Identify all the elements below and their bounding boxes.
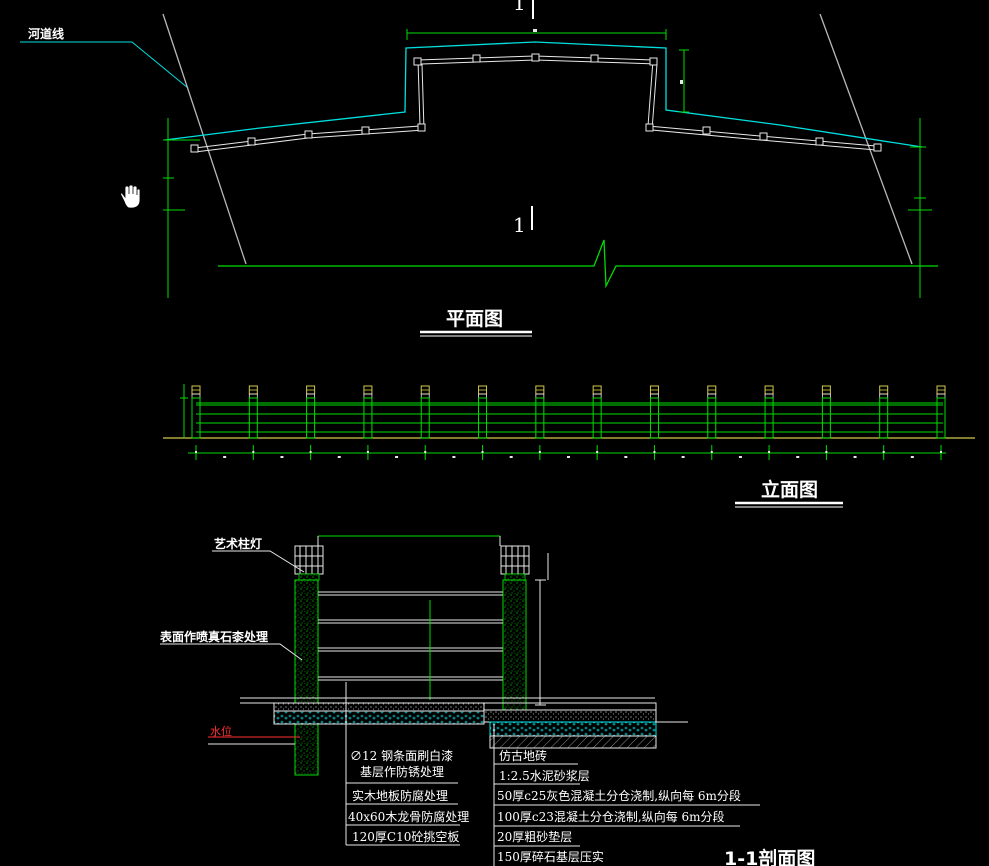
elevation-post bbox=[363, 385, 399, 460]
elevation-posts bbox=[191, 385, 946, 460]
elevation-post bbox=[592, 385, 628, 460]
right-notes: 仿古地砖 1:2.5水泥砂浆层 50厚c25灰色混凝土分仓浇制,纵向每 6m分段… bbox=[493, 724, 760, 866]
section-mark-bottom: 1 bbox=[513, 213, 526, 237]
plan-railing-b bbox=[194, 59, 877, 153]
river-line-label: 河道线 bbox=[27, 26, 64, 41]
elevation-view: 立面图 bbox=[163, 384, 975, 508]
lamp-right bbox=[500, 545, 530, 581]
svg-text:20厚粗砂垫层: 20厚粗砂垫层 bbox=[497, 829, 572, 844]
svg-text:1:2.5水泥砂浆层: 1:2.5水泥砂浆层 bbox=[499, 768, 590, 783]
elevation-post bbox=[821, 385, 857, 460]
elevation-post bbox=[707, 385, 742, 460]
plan-railing-a bbox=[194, 55, 877, 149]
plan-posts bbox=[190, 53, 882, 153]
elevation-post bbox=[649, 385, 685, 460]
section-view: 水位 艺术柱灯 表面作喷真石桼处理 ∅12 钢条面刷白漆 基层作防锈处理 实木地… bbox=[159, 535, 815, 866]
elevation-title: 立面图 bbox=[761, 478, 818, 501]
elevation-post bbox=[420, 385, 456, 460]
column-right bbox=[502, 579, 527, 711]
svg-text:仿古地砖: 仿古地砖 bbox=[499, 748, 547, 763]
plan-title: 平面图 bbox=[446, 308, 503, 330]
river-bank-right bbox=[819, 13, 913, 265]
surface-label: 表面作喷真石桼处理 bbox=[159, 629, 268, 644]
section-title: 1-1剖面图 bbox=[724, 847, 815, 866]
svg-text:实木地板防腐处理: 实木地板防腐处理 bbox=[352, 788, 448, 803]
layer-gravel bbox=[489, 721, 657, 737]
svg-text:40x60木龙骨防腐处理: 40x60木龙骨防腐处理 bbox=[348, 809, 469, 824]
left-notes: ∅12 钢条面刷白漆 基层作防锈处理 实木地板防腐处理 40x60木龙骨防腐处理… bbox=[345, 682, 469, 846]
layer-concrete bbox=[483, 709, 657, 723]
elevation-post bbox=[191, 385, 227, 460]
lamp-left bbox=[294, 545, 324, 581]
elevation-post bbox=[535, 385, 570, 460]
layer-base bbox=[489, 735, 657, 749]
svg-text:100厚c23混凝土分仓浇制,纵向每 6m分段: 100厚c23混凝土分仓浇制,纵向每 6m分段 bbox=[497, 809, 725, 824]
river-bank-left bbox=[162, 13, 247, 265]
elevation-post bbox=[248, 385, 284, 460]
plan-bottom-line bbox=[218, 239, 938, 289]
deck-slab bbox=[273, 702, 485, 712]
svg-text:150厚碎石基层压实: 150厚碎石基层压实 bbox=[497, 849, 604, 864]
svg-text:∅12 钢条面刷白漆: ∅12 钢条面刷白漆 bbox=[350, 748, 453, 763]
elevation-rails bbox=[196, 402, 943, 433]
plan-outer-edge bbox=[164, 41, 923, 148]
section-rails bbox=[318, 591, 503, 681]
svg-text:基层作防锈处理: 基层作防锈处理 bbox=[360, 764, 444, 779]
elevation-post bbox=[764, 385, 800, 460]
elevation-post bbox=[936, 385, 946, 460]
section-mark-top: 1 bbox=[513, 0, 526, 15]
svg-text:120厚C10砼挑空板: 120厚C10砼挑空板 bbox=[352, 830, 459, 844]
hand-cursor-icon bbox=[120, 184, 141, 209]
plan-view: 河道线 bbox=[20, 0, 938, 337]
elevation-post bbox=[306, 385, 341, 460]
water-level-label: 水位 bbox=[210, 724, 232, 738]
elevation-post bbox=[879, 385, 914, 460]
column-left bbox=[294, 579, 319, 776]
river-line-leader bbox=[20, 41, 189, 89]
elevation-post bbox=[478, 385, 513, 460]
svg-text:50厚c25灰色混凝土分仓浇制,纵向每 6m分段: 50厚c25灰色混凝土分仓浇制,纵向每 6m分段 bbox=[497, 788, 741, 803]
lamp-label: 艺术柱灯 bbox=[214, 536, 262, 551]
